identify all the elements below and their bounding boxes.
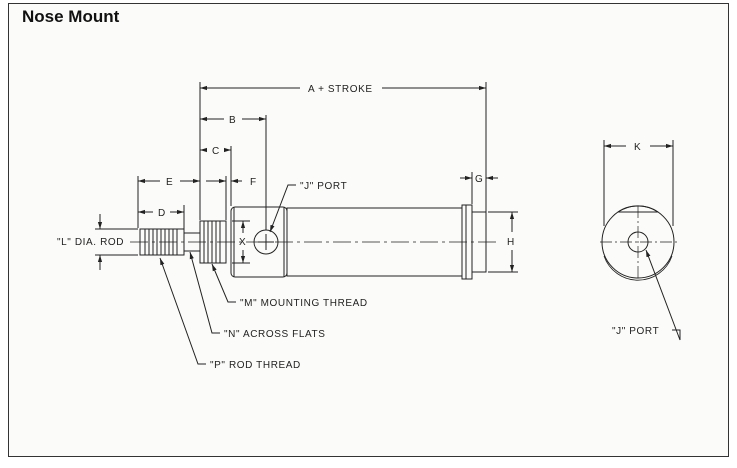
m-thread-leader <box>211 263 236 303</box>
dim-e-label: E <box>166 177 173 188</box>
p-thread-leader <box>159 257 206 365</box>
callout-m-mounting-thread: "M" MOUNTING THREAD <box>240 298 368 309</box>
callout-l-dia-rod: "L" DIA. ROD <box>57 237 124 248</box>
callout-j-port: "J" PORT <box>300 181 347 192</box>
j-port-end-leader <box>645 249 681 341</box>
callout-n-across-flats: "N" ACROSS FLATS <box>224 329 326 340</box>
dim-b-label: B <box>229 115 236 126</box>
dim-k-label: K <box>634 142 641 153</box>
dim-g-label: G <box>475 174 483 185</box>
dim-h-label: H <box>507 237 515 248</box>
j-port-leader <box>269 184 296 233</box>
dim-x-label: X <box>239 237 246 248</box>
callout-j-port-end: "J" PORT <box>612 326 659 337</box>
drawing-frame <box>8 3 729 457</box>
dim-d-label: D <box>158 208 166 219</box>
dim-a-stroke-label: A + STROKE <box>308 84 373 95</box>
n-flats-leader <box>189 251 220 334</box>
callout-p-rod-thread: "P" ROD THREAD <box>210 360 301 371</box>
page-title: Nose Mount <box>22 7 120 26</box>
dim-c-label: C <box>212 146 220 157</box>
dim-f-label: F <box>250 177 257 188</box>
